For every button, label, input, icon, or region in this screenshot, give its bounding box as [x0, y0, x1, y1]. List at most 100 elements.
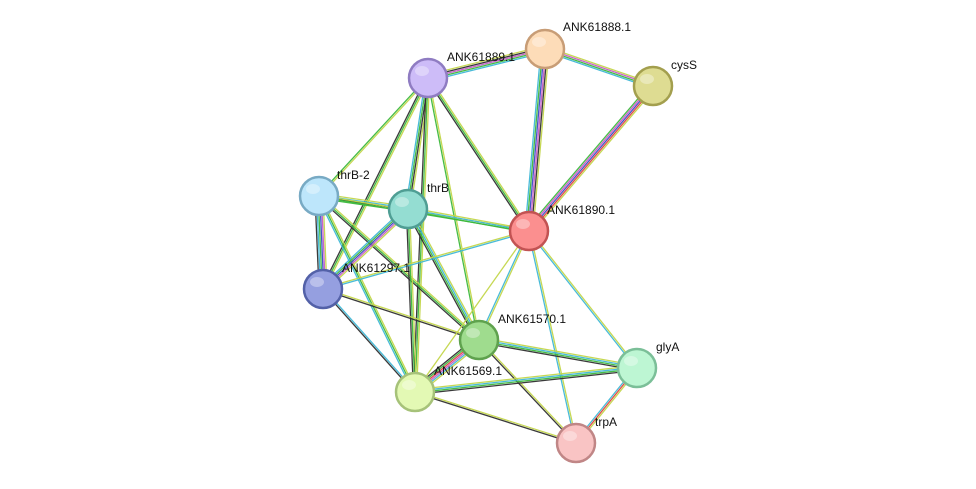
node-ANK61888.1[interactable]: ANK61888.1 [524, 20, 631, 70]
edge-line-textmining [414, 230, 530, 393]
edge-line-textmining [323, 287, 480, 340]
edge-line-database [323, 231, 530, 291]
node-circle[interactable] [458, 319, 500, 361]
node-circle[interactable] [387, 188, 429, 230]
edge-ANK61569.1-trpA[interactable] [414, 390, 577, 445]
node-cysS[interactable]: cysS [632, 58, 697, 107]
node-circle[interactable] [524, 28, 566, 70]
edge-line-database [407, 208, 530, 232]
edge-line-textmining [479, 339, 578, 443]
edge-thrB-ANK61890.1[interactable] [407, 206, 530, 234]
edge-line-neighborhood [407, 209, 529, 234]
node-glyA[interactable]: glyA [616, 340, 679, 389]
edge-line-database [527, 231, 576, 444]
edge-line-neighborhood [407, 208, 416, 393]
edge-line-neighborhood [406, 77, 428, 209]
node-circle[interactable] [302, 268, 344, 310]
edge-ANK61890.1-glyA[interactable] [527, 230, 639, 369]
node-circle[interactable] [508, 210, 550, 252]
edge-line-textmining [319, 78, 430, 197]
edge-line-textmining [408, 206, 530, 231]
node-thrB-2[interactable]: thrB-2 [298, 168, 370, 217]
node-label: ANK61889.1 [447, 50, 515, 64]
node-ANK61570.1[interactable]: ANK61570.1 [458, 312, 566, 361]
node-label: ANK61890.1 [547, 203, 615, 217]
node-ANK61889.1[interactable]: ANK61889.1 [407, 50, 515, 99]
edge-line-textmining [427, 45, 545, 76]
node-circle[interactable] [555, 422, 597, 464]
node-highlight [516, 219, 530, 229]
edge-cysS-ANK61890.1[interactable] [526, 83, 656, 234]
edge-thrB-2-ANK61569.1[interactable] [316, 195, 418, 393]
edge-line-textmining [529, 230, 578, 443]
edge-line-textmining [319, 195, 418, 392]
edge-line-cooccurrence [527, 48, 545, 231]
edge-ANK61570.1-trpA[interactable] [477, 339, 578, 444]
edge-line-neighborhood [322, 77, 429, 290]
node-label: glyA [656, 340, 679, 354]
edge-line-textmining [529, 230, 639, 368]
node-highlight [640, 74, 654, 84]
edge-line-neighborhood [526, 83, 652, 230]
edge-thrB-ANK61569.1[interactable] [405, 208, 418, 393]
edge-line-database [316, 196, 415, 393]
edge-line-experiments [529, 49, 547, 232]
edge-ANK61889.1-thrB-2[interactable] [317, 77, 430, 197]
node-highlight [306, 184, 320, 194]
edge-line-coexpression [320, 76, 428, 289]
edge-line-textmining [479, 336, 638, 367]
edge-line-coexpression [478, 341, 637, 372]
edge-ANK61888.1-ANK61890.1[interactable] [524, 48, 550, 232]
node-highlight [624, 356, 638, 366]
node-thrB[interactable]: thrB [387, 181, 449, 230]
edge-line-neighborhood [525, 48, 544, 231]
node-highlight [310, 277, 324, 287]
edge-ANK61889.1-ANK61297.1[interactable] [320, 76, 431, 291]
edge-line-coexpression [530, 49, 549, 232]
edge-line-neighborhood [317, 77, 428, 196]
edge-ANK61297.1-ANK61569.1[interactable] [321, 288, 417, 393]
edge-ANK61570.1-glyA[interactable] [478, 336, 638, 372]
node-ANK61297.1[interactable]: ANK61297.1 [302, 261, 410, 310]
node-highlight [466, 328, 480, 338]
edge-line-coexpression [322, 289, 479, 342]
edge-line-neighborhood [427, 77, 530, 232]
edge-line-coexpression [426, 78, 529, 233]
edge-line-cooccurrence [528, 85, 654, 232]
node-label: thrB [427, 181, 449, 195]
node-label: ANK61297.1 [342, 261, 410, 275]
node-label: ANK61569.1 [434, 364, 502, 378]
node-circle[interactable] [407, 57, 449, 99]
edge-line-textmining [409, 207, 482, 340]
edge-ANK61569.1-glyA[interactable] [414, 364, 638, 396]
edge-line-neighborhood [318, 195, 416, 393]
node-circle[interactable] [616, 347, 658, 389]
edge-line-database [428, 51, 546, 82]
edge-line-textmining [414, 364, 637, 391]
node-highlight [395, 197, 409, 207]
edge-ANK61889.1-ANK61890.1[interactable] [426, 76, 531, 233]
edge-ANK61297.1-ANK61570.1[interactable] [322, 287, 480, 342]
edge-line-textmining [532, 49, 550, 232]
edge-line-database [524, 48, 542, 231]
edge-ANK61297.1-ANK61890.1[interactable] [322, 229, 530, 291]
edge-ANK61890.1-trpA[interactable] [527, 230, 578, 444]
edge-ANK61890.1-ANK61569.1[interactable] [414, 230, 530, 393]
node-highlight [532, 37, 546, 47]
edge-line-coexpression [405, 209, 478, 342]
node-circle[interactable] [394, 371, 436, 413]
node-circle[interactable] [298, 175, 340, 217]
node-circle[interactable] [632, 65, 674, 107]
edge-ANK61889.1-ANK61570.1[interactable] [426, 77, 481, 341]
edge-line-database [479, 338, 638, 368]
edge-line-textmining [530, 87, 656, 234]
node-ANK61890.1[interactable]: ANK61890.1 [508, 203, 615, 252]
node-label: ANK61888.1 [563, 20, 631, 34]
edge-line-textmining [428, 77, 481, 340]
node-ANK61569.1[interactable]: ANK61569.1 [394, 364, 502, 413]
node-label: trpA [595, 415, 617, 429]
node-trpA[interactable]: trpA [555, 415, 617, 464]
edge-line-textmining [415, 390, 577, 443]
